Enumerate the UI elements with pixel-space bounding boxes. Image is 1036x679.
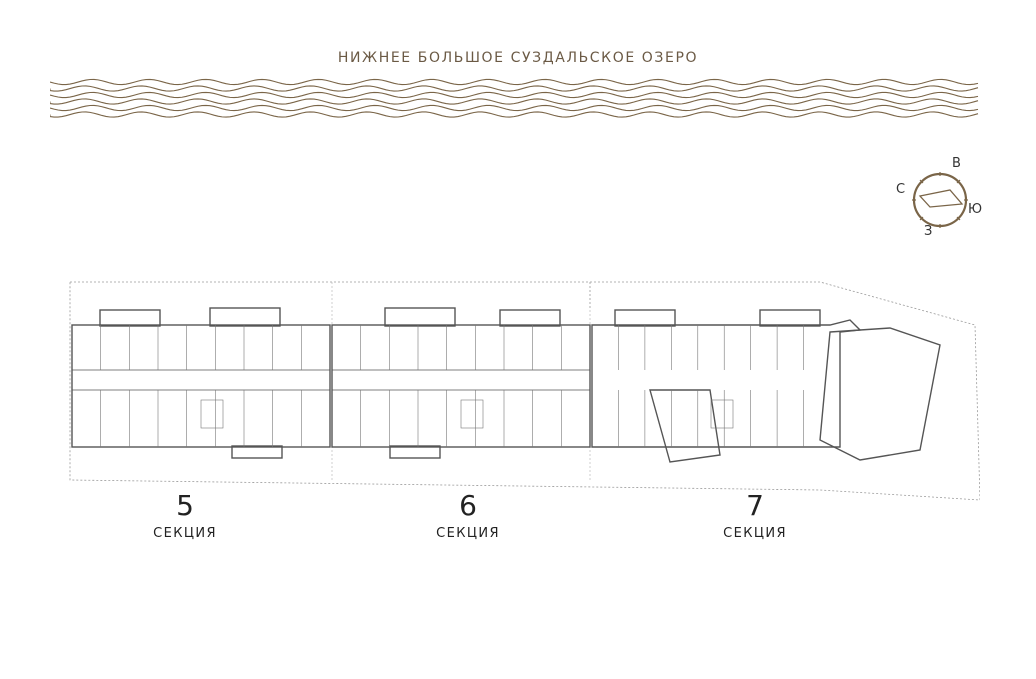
section-7-number: 7 xyxy=(746,489,764,522)
section-6-word: СЕКЦИЯ xyxy=(436,526,500,541)
elevator-core xyxy=(460,399,484,429)
elevator-core xyxy=(200,399,224,429)
lake-waves xyxy=(50,78,979,118)
compass-east: Ю xyxy=(968,202,983,217)
wave-line xyxy=(50,85,979,92)
wave-line xyxy=(50,91,979,99)
compass-south: З xyxy=(924,224,933,239)
floor-plan xyxy=(69,281,980,501)
section-5-plan[interactable] xyxy=(71,307,331,459)
section-5-number: 5 xyxy=(176,489,194,522)
section-5-label[interactable]: 5 СЕКЦИЯ xyxy=(125,489,245,542)
section-5-word: СЕКЦИЯ xyxy=(153,526,217,541)
compass: В С Ю З xyxy=(890,150,990,250)
compass-north: В xyxy=(952,156,961,171)
section-6-number: 6 xyxy=(459,489,477,522)
section-6-plan[interactable] xyxy=(331,307,591,459)
section-7-label[interactable]: 7 СЕКЦИЯ xyxy=(695,489,815,542)
wave-line xyxy=(50,78,979,86)
elevator-core xyxy=(710,399,734,429)
section-7-word: СЕКЦИЯ xyxy=(723,526,787,541)
compass-west: С xyxy=(896,182,906,197)
compass-dial xyxy=(912,172,968,228)
site-boundary-outline xyxy=(69,281,980,501)
section-6-label[interactable]: 6 СЕКЦИЯ xyxy=(408,489,528,542)
section-7-plan[interactable] xyxy=(591,309,941,463)
wave-line xyxy=(50,111,979,118)
wave-line xyxy=(50,104,979,112)
wave-line xyxy=(50,98,979,105)
lake-title: НИЖНЕЕ БОЛЬШОЕ СУЗДАЛЬСКОЕ ОЗЕРО xyxy=(337,50,699,66)
site-boundary xyxy=(70,281,591,310)
